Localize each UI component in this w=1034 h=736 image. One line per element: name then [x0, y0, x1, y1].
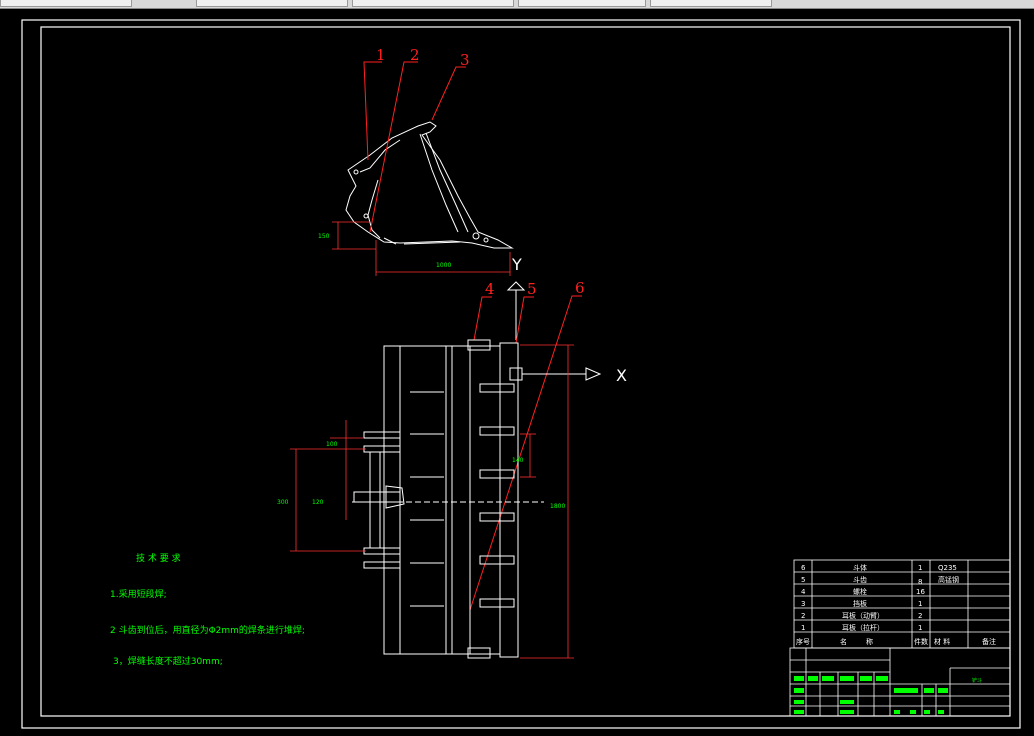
bom-no: 3 [801, 600, 805, 608]
dim-ear-offset: 100 [326, 441, 338, 448]
tech-req-item-1: 1.采用短段焊; [110, 588, 167, 600]
bucket-side-view [345, 121, 514, 249]
bom-header-material: 材 料 [934, 637, 950, 646]
drawing-name: 铲斗 [972, 677, 982, 684]
bom-name: 斗体 [853, 563, 867, 572]
dim-bucket-height: 150 [318, 233, 330, 240]
bom-qty: 1 [918, 624, 922, 632]
leader-2: 2 [410, 46, 420, 64]
toolbar-segment[interactable] [650, 0, 772, 7]
teeth [479, 383, 515, 608]
toolbar-segment[interactable] [0, 0, 132, 7]
dim-center: 120 [312, 499, 324, 506]
bucket-top-view [352, 339, 544, 659]
tech-req-title: 技 术 要 求 [136, 552, 181, 564]
bom-qty: 1 [918, 600, 922, 608]
bom-qty: 8 [918, 578, 922, 586]
bom-material: Q235 [938, 564, 957, 572]
bom-no: 1 [801, 624, 805, 632]
bom-header-qty: 件数 [914, 637, 928, 646]
dim-tooth-pitch: 140 [512, 457, 524, 464]
toolbar-strip [0, 0, 1034, 9]
bom-qty: 16 [916, 588, 925, 596]
leader-lines [363, 61, 582, 611]
bom-name: 螺栓 [853, 587, 867, 596]
dim-bucket-width: 1000 [436, 262, 451, 269]
top-view-dimensions [290, 344, 574, 659]
bom-name: 耳板（动臂） [842, 611, 884, 620]
bom-name: 斗齿 [853, 576, 867, 584]
bom-no: 5 [801, 576, 805, 584]
side-view-dimensions [332, 221, 511, 276]
y-axis-label: Y [511, 255, 522, 274]
bom-header-note: 备注 [982, 637, 996, 646]
bom-no: 2 [801, 612, 805, 620]
bom-header-no: 序号 [796, 637, 810, 646]
bom-qty: 1 [918, 564, 922, 572]
bom-material: 高锰钢 [938, 575, 959, 584]
sheet-inner-border [40, 26, 1011, 717]
bom-table [793, 559, 1011, 649]
bom-no: 6 [801, 564, 806, 572]
title-block [789, 647, 1011, 717]
bom-qty: 2 [918, 612, 922, 620]
bom-header-name-1: 名 [840, 637, 847, 646]
leader-4: 4 [485, 280, 495, 298]
bom-header-name-2: 称 [866, 637, 873, 646]
drawing-canvas[interactable]: 1000 150 Y 1 2 3 4 5 6 [0, 8, 1034, 736]
dim-ear-span: 300 [277, 499, 289, 506]
leader-6: 6 [575, 279, 585, 297]
toolbar-segment[interactable] [518, 0, 646, 7]
toolbar-segment[interactable] [352, 0, 514, 7]
y-axis-indicator [506, 281, 526, 340]
tech-req-item-3: 3，焊缝长度不超过30mm; [113, 655, 223, 667]
bom-name: 耳板（拉杆） [842, 623, 884, 632]
tech-req-item-2: 2 斗齿到位后，用直径为Φ2mm的焊条进行堆焊; [110, 624, 305, 636]
tech-requirements: 技 术 要 求 1.采用短段焊; 2 斗齿到位后，用直径为Φ2mm的焊条进行堆焊… [110, 552, 305, 667]
dim-total-width: 1800 [550, 503, 565, 510]
x-axis-label: X [616, 366, 627, 385]
title-block-cells [794, 676, 948, 714]
bom-name: 挡板 [853, 599, 867, 608]
sheet-outer-border [21, 19, 1021, 729]
toolbar-segment[interactable] [196, 0, 348, 7]
bom-rows: 6 斗体 1 Q235 5 斗齿 8 高锰钢 4 螺栓 16 3 挡板 1 2 … [796, 563, 996, 646]
leader-1: 1 [376, 46, 386, 64]
leader-3: 3 [460, 51, 470, 69]
leader-5: 5 [527, 280, 537, 298]
x-axis-indicator [509, 367, 602, 381]
bom-no: 4 [801, 588, 806, 596]
